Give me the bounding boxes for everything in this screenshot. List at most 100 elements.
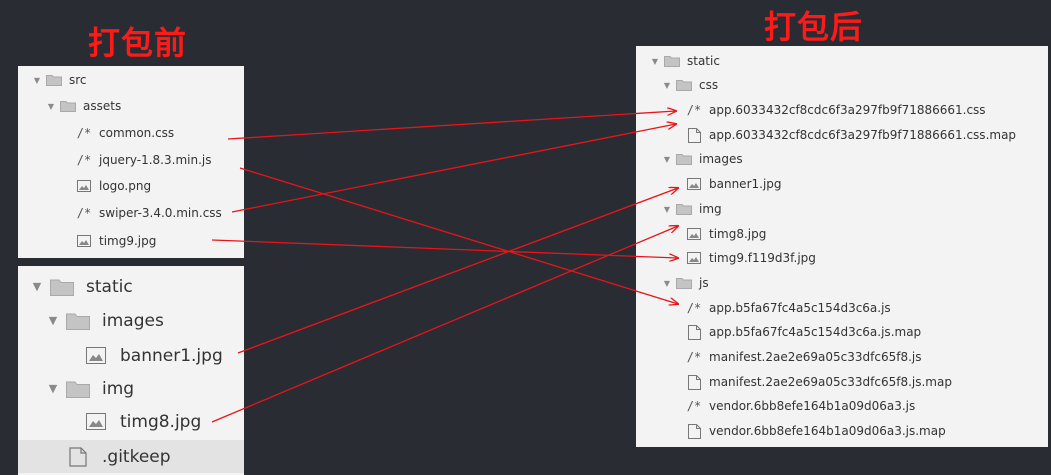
image-icon: [84, 411, 108, 433]
tree-item-vendor-js-map[interactable]: vendor.6bb8efe164b1a09d06a3.js.map: [686, 419, 946, 443]
tree-item-label: vendor.6bb8efe164b1a09d06a3.js.map: [709, 424, 946, 438]
after-static-tree: ▼ static ▼ css /* app.6033432cf8cdc6f3a2…: [636, 46, 1048, 447]
tree-item-label: img: [102, 378, 135, 399]
tree-item-app-js-map[interactable]: app.b5fa67fc4a5c154d3c6a.js.map: [686, 320, 921, 344]
arrow-timg8-to-timg8: [211, 226, 678, 423]
arrow-timg9-to-timg9-hashed: [211, 239, 678, 258]
tree-item-static[interactable]: ▼ static: [650, 49, 720, 73]
expand-arrow-icon[interactable]: ▼: [663, 154, 671, 164]
tree-item-label: src: [69, 73, 87, 87]
tree-item-js[interactable]: ▼ js: [662, 271, 709, 295]
tree-item-label: static: [687, 54, 720, 68]
image-icon: [84, 345, 108, 367]
tree-item-label: app.6033432cf8cdc6f3a297fb9f71886661.css…: [709, 128, 1017, 142]
code-comment-icon: /*: [686, 103, 702, 117]
tree-item-label: logo.png: [99, 179, 152, 193]
tree-item-assets[interactable]: ▼ assets: [46, 94, 121, 118]
code-comment-icon: /*: [686, 301, 702, 315]
tree-item-vendor-js[interactable]: /* vendor.6bb8efe164b1a09d06a3.js: [686, 394, 915, 418]
tree-item-label: static: [86, 276, 133, 297]
arrow-jquery-to-app-js: [239, 167, 678, 304]
tree-item-label: manifest.2ae2e69a05c33dfc65f8.js: [709, 350, 922, 364]
folder-icon: [66, 378, 90, 400]
expand-arrow-icon[interactable]: ▼: [663, 204, 671, 214]
after-heading: 打包后: [764, 8, 864, 46]
expand-arrow-icon[interactable]: ▼: [32, 280, 42, 293]
tree-item-app-css-map[interactable]: app.6033432cf8cdc6f3a297fb9f71886661.css…: [686, 123, 1016, 147]
code-comment-icon: /*: [76, 153, 92, 167]
tree-item-label: images: [102, 310, 164, 331]
tree-item-label: assets: [83, 99, 122, 113]
expand-arrow-icon[interactable]: ▼: [663, 278, 671, 288]
tree-item-app-js[interactable]: /* app.b5fa67fc4a5c154d3c6a.js: [686, 296, 891, 320]
tree-item-banner1-jpg[interactable]: banner1.jpg: [84, 339, 223, 372]
file-icon: [686, 127, 702, 143]
folder-icon: [66, 310, 90, 332]
code-comment-icon: /*: [686, 350, 702, 364]
code-comment-icon: /*: [76, 126, 92, 140]
tree-item-label: banner1.jpg: [120, 345, 223, 366]
tree-item-label: app.b5fa67fc4a5c154d3c6a.js: [709, 301, 891, 315]
tree-item-manifest-js[interactable]: /* manifest.2ae2e69a05c33dfc65f8.js: [686, 345, 922, 369]
tree-item-label: img: [699, 202, 722, 216]
tree-item-static[interactable]: ▼ static: [30, 270, 133, 303]
tree-item-label: js: [699, 276, 709, 290]
folder-icon: [50, 276, 74, 298]
tree-item-swiper-css[interactable]: /* swiper-3.4.0.min.css: [76, 201, 222, 225]
arrow-swiper-css-to-app-css: [231, 124, 676, 213]
before-src-tree: ▼ src ▼ assets /* common.css /* jquery-1…: [18, 66, 244, 258]
tree-item-img[interactable]: ▼ img: [46, 372, 134, 405]
tree-item-label: timg8.jpg: [120, 411, 202, 432]
tree-item-label: .gitkeep: [102, 446, 171, 467]
tree-item-css[interactable]: ▼ css: [662, 73, 718, 97]
tree-item-label: app.6033432cf8cdc6f3a297fb9f71886661.css: [709, 103, 986, 117]
file-icon: [66, 446, 90, 468]
tree-item-banner1-jpg[interactable]: banner1.jpg: [686, 172, 782, 196]
image-icon: [686, 176, 702, 192]
image-icon: [686, 250, 702, 266]
tree-item-timg8-jpg[interactable]: timg8.jpg: [84, 405, 201, 438]
folder-icon: [676, 275, 692, 291]
tree-item-logo-png[interactable]: logo.png: [76, 174, 151, 198]
arrow-common-css-to-app-css: [227, 111, 676, 140]
tree-item-label: css: [699, 78, 719, 92]
tree-item-img[interactable]: ▼ img: [662, 197, 722, 221]
arrow-banner1-to-banner1: [237, 188, 678, 354]
tree-item-label: common.css: [99, 126, 175, 140]
tree-item-gitkeep[interactable]: .gitkeep: [18, 440, 244, 473]
expand-arrow-icon[interactable]: ▼: [651, 56, 659, 66]
tree-item-label: timg9.f119d3f.jpg: [709, 251, 816, 265]
tree-item-timg8-jpg[interactable]: timg8.jpg: [686, 222, 766, 246]
folder-icon: [676, 77, 692, 93]
tree-item-timg9-jpg[interactable]: timg9.jpg: [76, 229, 156, 253]
before-static-tree: ▼ static ▼ images banner1.jpg ▼ img timg…: [18, 266, 244, 475]
expand-arrow-icon[interactable]: ▼: [47, 101, 55, 111]
tree-item-images[interactable]: ▼ images: [46, 304, 164, 337]
code-comment-icon: /*: [76, 206, 92, 220]
expand-arrow-icon[interactable]: ▼: [48, 382, 58, 395]
image-icon: [76, 178, 92, 194]
folder-icon: [676, 201, 692, 217]
tree-item-label: swiper-3.4.0.min.css: [99, 206, 222, 220]
expand-arrow-icon[interactable]: ▼: [33, 75, 41, 85]
file-icon: [686, 423, 702, 439]
tree-item-common-css[interactable]: /* common.css: [76, 121, 174, 145]
tree-item-timg9-jpg[interactable]: timg9.f119d3f.jpg: [686, 246, 816, 270]
tree-item-label: banner1.jpg: [709, 177, 782, 191]
folder-icon: [60, 98, 76, 114]
tree-item-manifest-js-map[interactable]: manifest.2ae2e69a05c33dfc65f8.js.map: [686, 370, 952, 394]
image-icon: [76, 233, 92, 249]
before-heading: 打包前: [88, 24, 188, 62]
tree-item-images[interactable]: ▼ images: [662, 147, 743, 171]
tree-item-label: jquery-1.8.3.min.js: [99, 153, 212, 167]
folder-icon: [676, 151, 692, 167]
expand-arrow-icon[interactable]: ▼: [48, 314, 58, 327]
expand-arrow-icon[interactable]: ▼: [663, 80, 671, 90]
tree-item-src[interactable]: ▼ src: [32, 68, 87, 92]
tree-item-jquery-js[interactable]: /* jquery-1.8.3.min.js: [76, 148, 212, 172]
tree-item-label: images: [699, 152, 743, 166]
folder-icon: [664, 53, 680, 69]
folder-icon: [46, 72, 62, 88]
tree-item-app-css[interactable]: /* app.6033432cf8cdc6f3a297fb9f71886661.…: [686, 98, 986, 122]
tree-item-label: timg8.jpg: [709, 227, 767, 241]
